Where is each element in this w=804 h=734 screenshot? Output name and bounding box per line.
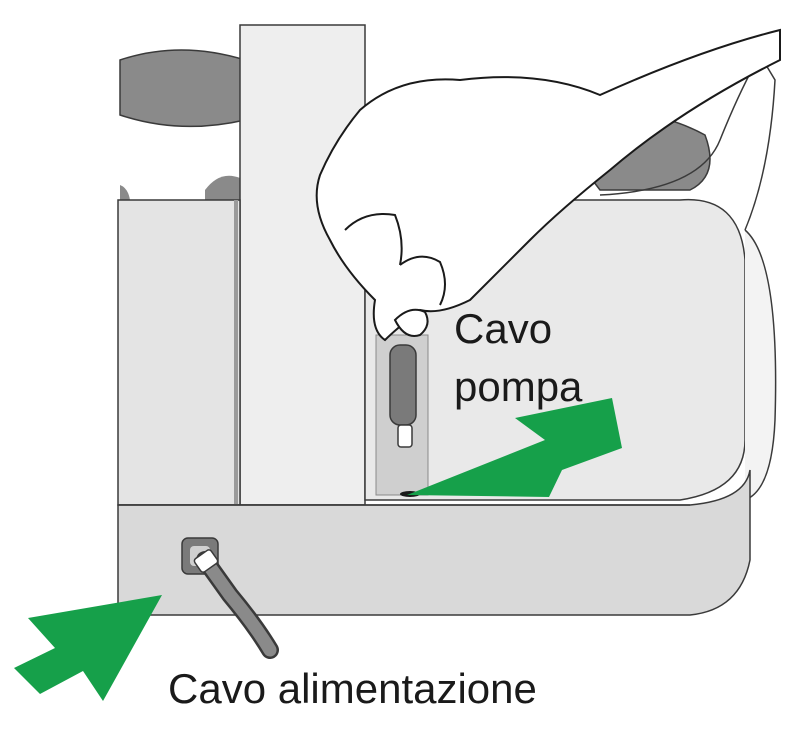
pump-arrow <box>407 398 622 497</box>
power-plug-tip <box>193 549 219 573</box>
hand-finger-line-1 <box>344 213 403 266</box>
pump-plug-tip <box>397 424 413 448</box>
left-recess <box>119 49 246 128</box>
power-arrow <box>14 595 162 701</box>
column-left-panel <box>117 199 241 506</box>
pump-plug-body <box>389 344 417 426</box>
center-recess <box>205 175 240 200</box>
power-cable-label: Cavo alimentazione <box>168 665 537 712</box>
pump-cable-label-line1: Cavo <box>454 305 553 352</box>
base-plate <box>117 469 751 616</box>
body-top-shoulder <box>599 53 776 231</box>
hand-finger-line-2 <box>399 255 446 306</box>
small-left-recess <box>120 185 130 200</box>
body-right-edge <box>744 229 777 501</box>
pump-cable-label-line2: pompa <box>454 363 583 410</box>
hand <box>315 28 781 342</box>
power-cable-fill <box>198 553 277 657</box>
hand-thumb <box>393 308 429 337</box>
